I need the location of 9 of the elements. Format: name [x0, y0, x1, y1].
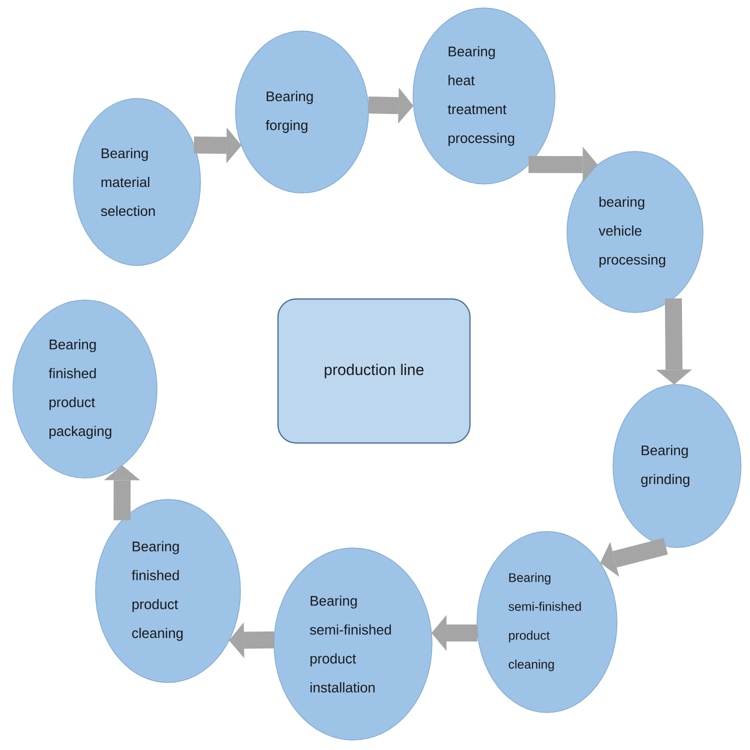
block-arrow — [600, 538, 668, 577]
block-arrow — [104, 465, 140, 520]
block-arrow — [528, 146, 598, 183]
block-arrow — [431, 615, 478, 651]
block-arrow — [656, 298, 692, 385]
rounded-box: production line — [277, 298, 471, 444]
block-arrow — [368, 88, 414, 124]
block-arrow — [229, 622, 274, 658]
block-arrow — [194, 127, 242, 164]
